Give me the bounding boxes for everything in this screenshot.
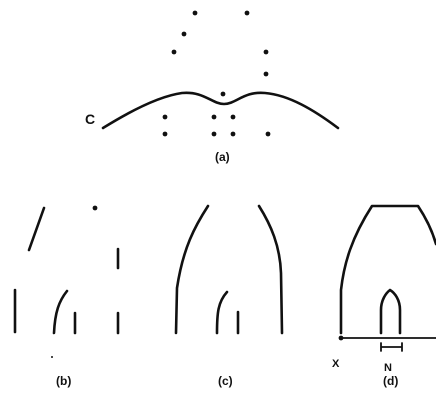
panel-b: (b)	[13, 205, 120, 388]
dot	[244, 10, 250, 16]
panel-c: (c)	[174, 204, 284, 388]
dot	[211, 114, 217, 120]
dot	[171, 49, 177, 55]
segment	[257, 204, 284, 335]
panel-a: C (a)	[85, 10, 340, 164]
curve-c	[101, 91, 340, 130]
x-endpoint-dot	[338, 335, 344, 341]
panel-d-label: (d)	[383, 374, 398, 388]
segment	[27, 206, 46, 252]
dot-pattern-a	[162, 10, 271, 137]
segment	[215, 290, 229, 335]
n-label: N	[384, 362, 392, 374]
x-label: X	[332, 358, 340, 370]
panel-a-label: (a)	[215, 150, 230, 164]
dot	[92, 205, 98, 211]
dot	[162, 114, 168, 120]
dot	[230, 131, 236, 137]
curve-c-label: C	[85, 111, 95, 127]
panel-c-label: (c)	[218, 374, 233, 388]
dot	[181, 31, 187, 37]
dot	[220, 91, 226, 97]
inner-fork	[379, 288, 402, 335]
dot	[263, 49, 269, 55]
n-bracket	[380, 342, 403, 352]
outline	[339, 204, 436, 335]
segment	[174, 204, 210, 335]
dot	[192, 10, 198, 16]
stray-dot	[51, 356, 53, 358]
dot	[263, 71, 269, 77]
dot	[211, 131, 217, 137]
dot	[162, 131, 168, 137]
segment	[52, 289, 69, 335]
dot	[230, 114, 236, 120]
dot	[265, 131, 271, 137]
panel-b-label: (b)	[56, 374, 71, 388]
panel-d: X N (d)	[332, 204, 436, 388]
